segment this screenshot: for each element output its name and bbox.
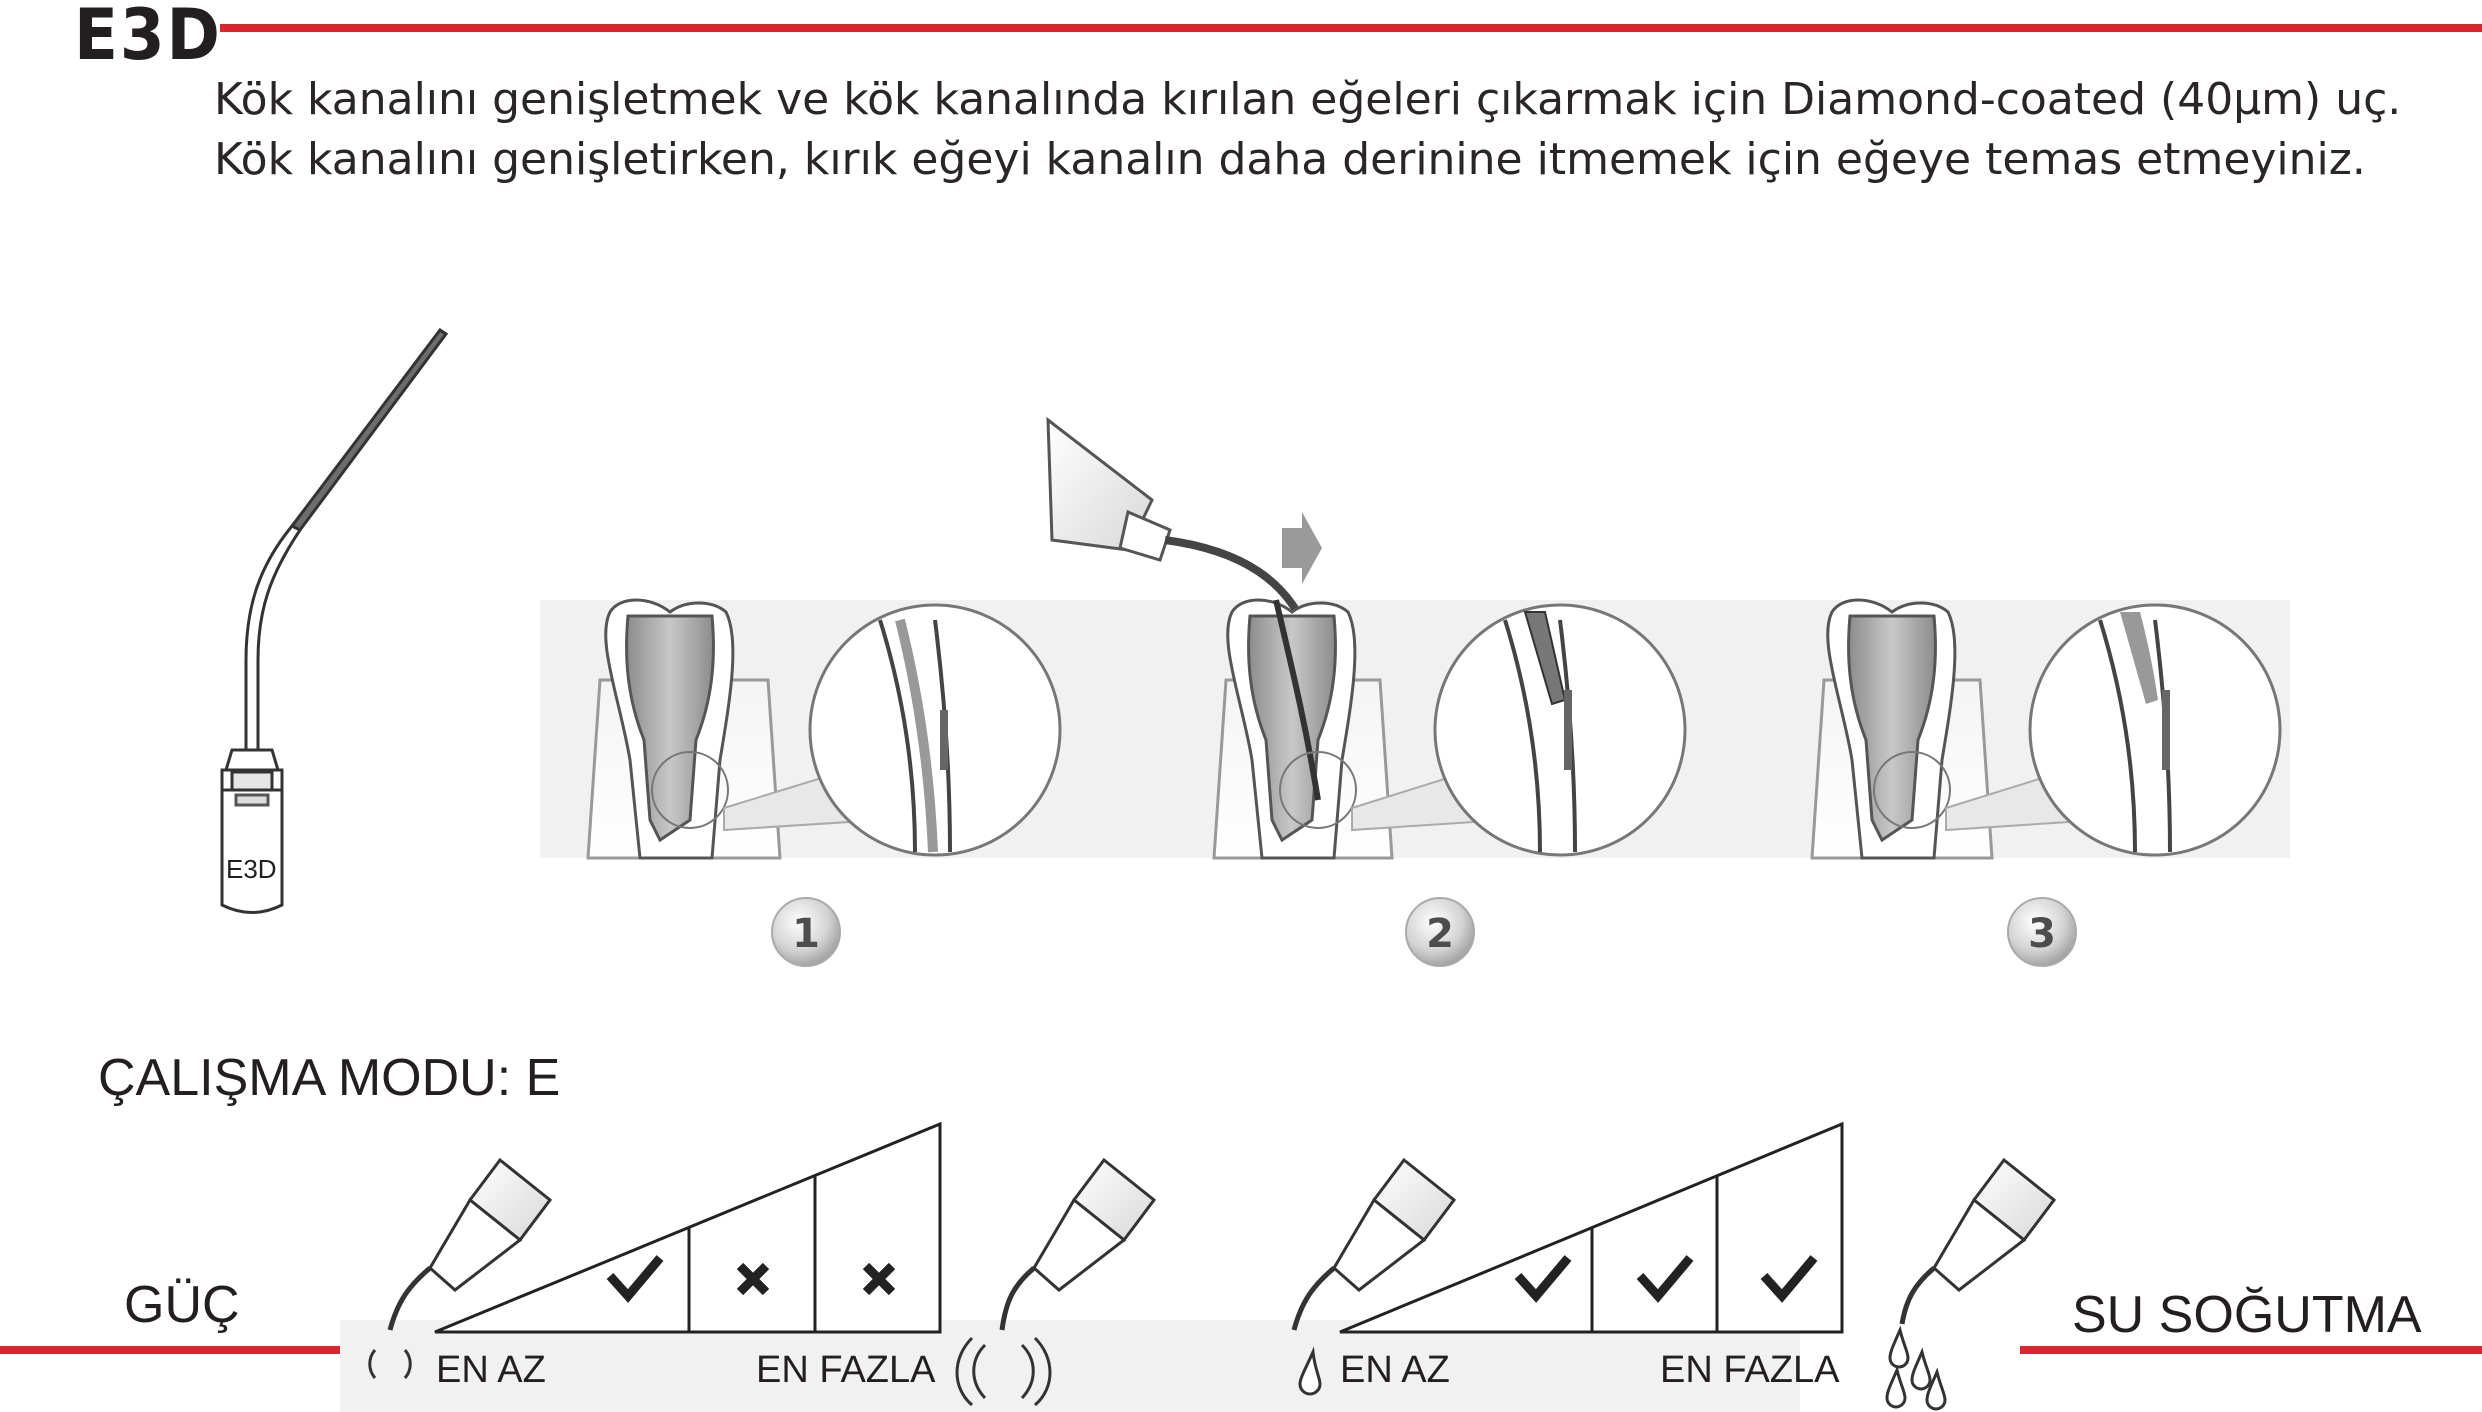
- power-label: GÜÇ: [124, 1276, 240, 1334]
- tip-code-label: E3D: [226, 854, 277, 884]
- handpiece-low-water-icon: [1291, 1157, 1457, 1396]
- power-scale: [340, 1121, 1800, 1412]
- description-line-2: Kök kanalını genişletirken, kırık eğeyi …: [214, 134, 2366, 185]
- handpiece-high-power-icon: [955, 1157, 1157, 1407]
- step-badge-2: 2: [1405, 897, 1475, 967]
- step-badge-1: 1: [771, 897, 841, 967]
- tooth-step-1: [586, 598, 1062, 860]
- power-rule: [0, 1346, 340, 1354]
- water-check-icon-3: [1760, 1255, 1818, 1303]
- scaler-tip-illustration: E3D: [220, 327, 449, 914]
- power-cross-icon-1: [736, 1262, 770, 1296]
- water-rule: [2020, 1346, 2482, 1354]
- water-min-label: EN AZ: [1340, 1349, 1450, 1391]
- handpiece-high-water-icon: [1885, 1157, 2057, 1411]
- water-scale: [1291, 1121, 2057, 1411]
- description-line-1: Kök kanalını genişletmek ve kök kanalınd…: [214, 74, 2402, 125]
- power-min-label: EN AZ: [436, 1349, 546, 1391]
- step-number-3: 3: [2028, 911, 2056, 957]
- power-max-label: EN FAZLA: [756, 1349, 936, 1391]
- water-check-icon-2: [1636, 1255, 1694, 1303]
- working-mode-title: ÇALIŞMA MODU: E: [98, 1049, 561, 1107]
- handpiece-low-power-icon: [368, 1157, 553, 1379]
- tip-code-title: E3D: [74, 0, 222, 76]
- tooth-step-2: [1046, 416, 1687, 860]
- header-rule: [220, 24, 2482, 32]
- water-max-label: EN FAZLA: [1660, 1349, 1840, 1391]
- power-check-icon: [606, 1255, 664, 1303]
- step-number-2: 2: [1426, 911, 1454, 957]
- power-cross-icon-2: [862, 1262, 896, 1296]
- step-badge-3: 3: [2007, 897, 2077, 967]
- water-cooling-label: SU SOĞUTMA: [2072, 1286, 2422, 1344]
- tooth-step-3: [1810, 598, 2282, 860]
- step-number-1: 1: [792, 911, 820, 957]
- water-check-icon-1: [1514, 1255, 1572, 1303]
